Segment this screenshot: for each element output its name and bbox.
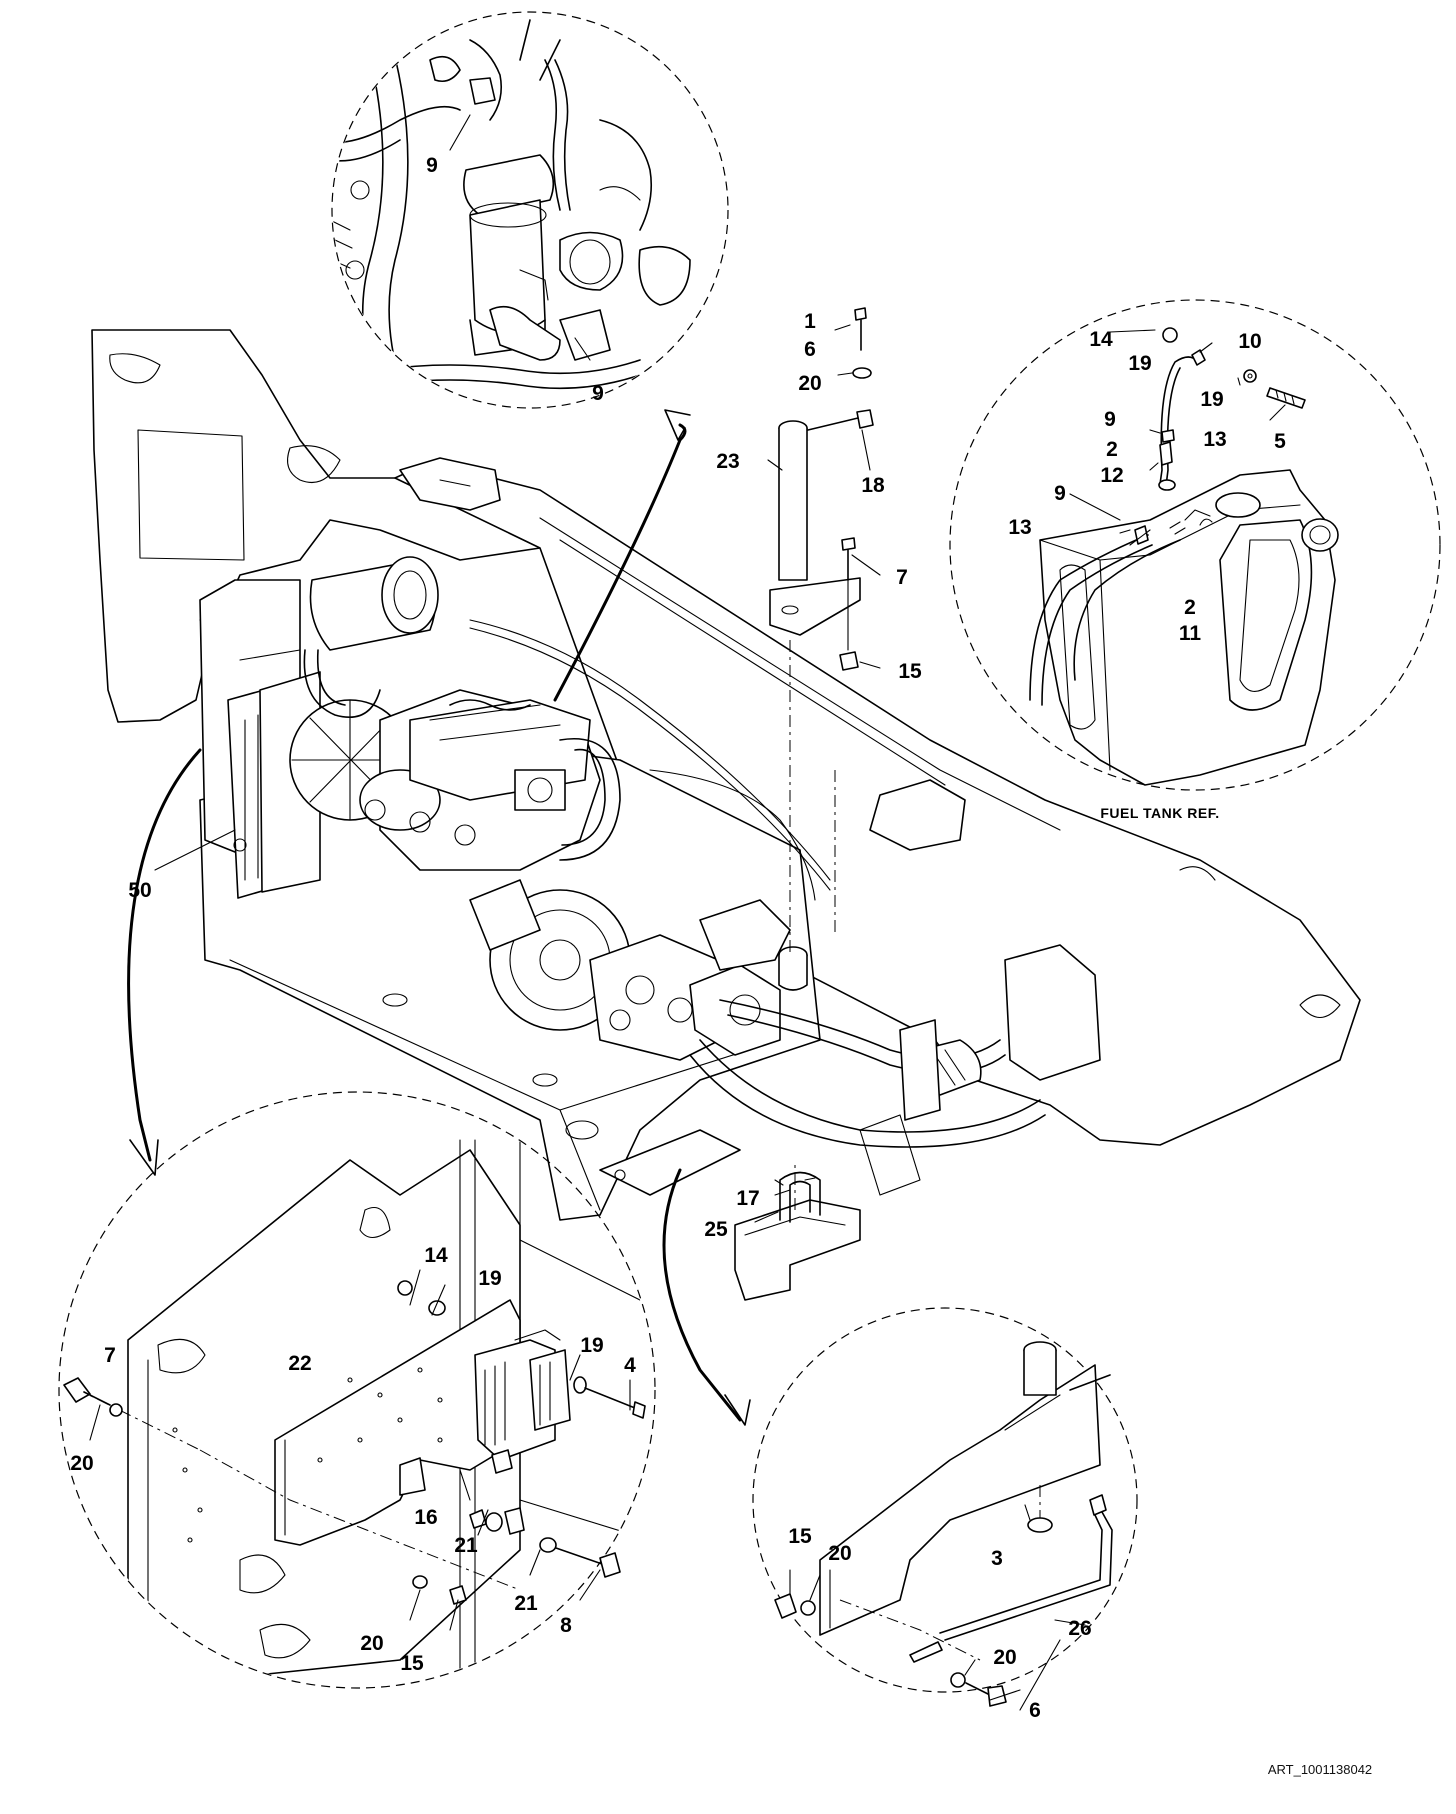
callout-main-17: 17 — [736, 1187, 759, 1210]
callout-mid-7: 7 — [896, 566, 908, 589]
callout-bl-16: 16 — [414, 1506, 437, 1529]
callout-ft-5: 5 — [1274, 430, 1286, 453]
callout-ft-13b: 13 — [1008, 516, 1031, 539]
callout-mid-6: 6 — [804, 338, 816, 361]
callout-mid-23: 23 — [716, 450, 739, 473]
callout-br-20b: 20 — [993, 1646, 1016, 1669]
fuel-tank-caption: FUEL TANK REF. — [1100, 805, 1219, 821]
leader-lines — [154, 324, 1286, 1711]
callout-bl-19b: 19 — [580, 1334, 603, 1357]
callout-mid-1: 1 — [804, 310, 816, 333]
callout-ft-14: 14 — [1089, 328, 1113, 351]
callout-ft-19a: 19 — [1128, 352, 1151, 375]
callout-main-25: 25 — [704, 1218, 728, 1241]
detail-circle-fuel-tank — [949, 299, 1441, 791]
callout-br-20a: 20 — [828, 1542, 851, 1565]
bracket-26 — [819, 1364, 1101, 1636]
callout-ft-11: 11 — [1179, 622, 1202, 645]
callout-br-6: 6 — [1029, 1699, 1041, 1722]
callout-main-50: 50 — [128, 879, 151, 902]
callout-br-15: 15 — [788, 1525, 812, 1548]
main-assembly — [91, 329, 1361, 1301]
callout-top-9a: 9 — [426, 154, 438, 177]
detail-circle-top — [331, 11, 729, 409]
callout-mid-18: 18 — [861, 474, 885, 497]
bracket-25 — [734, 1199, 861, 1301]
flow-arrows — [127, 409, 751, 1426]
callout-bl-14: 14 — [424, 1244, 448, 1267]
callout-bl-20b: 20 — [360, 1632, 383, 1655]
callout-ft-2b: 2 — [1184, 596, 1196, 619]
callout-bl-21b: 21 — [514, 1592, 538, 1615]
callout-bl-4: 4 — [624, 1354, 636, 1377]
callout-ft-9b: 9 — [1054, 482, 1066, 505]
detail-circle-bottom-right — [752, 1307, 1138, 1707]
callout-bl-15: 15 — [400, 1652, 424, 1675]
callouts: 9 9 1 6 20 23 18 7 15 14 10 19 19 9 13 5… — [70, 154, 1372, 1777]
callout-top-9b: 9 — [592, 382, 604, 405]
callout-bl-7: 7 — [104, 1344, 116, 1367]
callout-bl-8: 8 — [560, 1614, 572, 1637]
callout-bl-19a: 19 — [478, 1267, 501, 1290]
callout-mid-20: 20 — [798, 372, 821, 395]
callout-bl-22: 22 — [288, 1352, 311, 1375]
callout-ft-2a: 2 — [1106, 438, 1118, 461]
callout-ft-13a: 13 — [1203, 428, 1226, 451]
callout-ft-10: 10 — [1238, 330, 1261, 353]
hardware-stack-23 — [769, 307, 874, 671]
callout-ft-19b: 19 — [1200, 388, 1223, 411]
callout-ft-12: 12 — [1100, 464, 1123, 487]
callout-mid-15: 15 — [898, 660, 922, 683]
callout-bl-21a: 21 — [454, 1534, 478, 1557]
callout-ft-9a: 9 — [1104, 408, 1116, 431]
callout-bl-20a: 20 — [70, 1452, 93, 1475]
art-id: ART_1001138042 — [1268, 1762, 1372, 1777]
callout-br-3: 3 — [991, 1547, 1003, 1570]
left-frame-plate — [91, 329, 541, 723]
callout-br-26: 26 — [1068, 1617, 1091, 1640]
